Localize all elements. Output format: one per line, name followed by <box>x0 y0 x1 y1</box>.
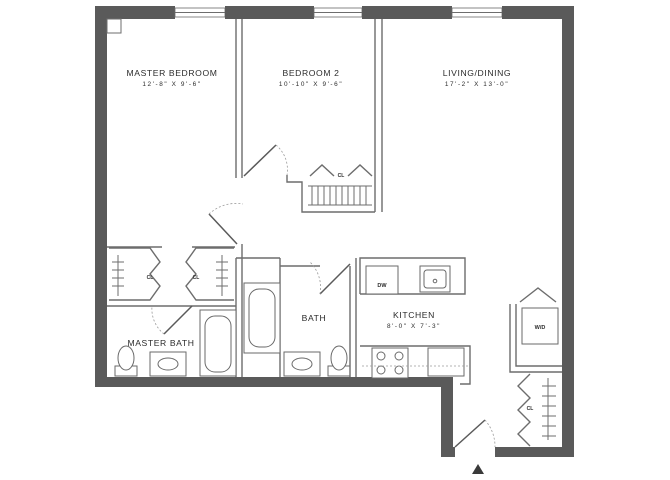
wall-top-right <box>502 6 574 19</box>
wall-top-mid2 <box>362 6 452 19</box>
entry-door <box>454 419 486 448</box>
living-dining-dims: 17'-2" X 13'-0" <box>445 81 509 88</box>
refrigerator <box>427 347 465 377</box>
wall-top-mid1 <box>225 6 314 19</box>
wall-right <box>562 6 574 457</box>
master-bath-closets: CL CL <box>109 247 234 301</box>
washer-dryer-label: W/D <box>535 325 546 331</box>
dishwasher-label: DW <box>377 283 387 289</box>
washer-dryer <box>521 307 559 345</box>
living-dining-name: LIVING/DINING <box>443 68 511 78</box>
wall-bottom-left <box>95 377 453 387</box>
bedroom-2-closet-label: CL <box>338 173 345 179</box>
bedroom-2-name: BEDROOM 2 <box>283 68 340 78</box>
master-closet-label-2: CL <box>193 275 200 281</box>
kitchen-name: KITCHEN <box>393 310 435 320</box>
master-bedroom-dims: 12'-8" X 9'-6" <box>142 81 201 88</box>
bedroom-2-dims: 10'-10" X 9'-6" <box>279 81 343 88</box>
kitchen-dims: 8'-0" X 7'-3" <box>387 323 441 330</box>
wall-top-left <box>95 6 175 19</box>
entry-closet-label: CL <box>527 406 534 412</box>
master-closet-label-1: CL <box>147 275 154 281</box>
washer-dryer-area: W/D CL <box>509 287 562 447</box>
entry-arrow-icon <box>472 464 484 474</box>
wall-entry-left <box>441 377 453 457</box>
master-bath-name: MASTER BATH <box>127 338 194 348</box>
kitchen-counters: DW <box>359 257 471 385</box>
master-bath-fixtures <box>114 309 237 377</box>
wall-left <box>95 6 107 387</box>
bedroom-2-walls <box>235 19 383 213</box>
kitchen-range <box>371 347 409 379</box>
bath-fixtures <box>243 282 351 377</box>
wall-bottom-right <box>495 447 574 457</box>
wall-bottom-entry-left <box>441 447 455 457</box>
exterior-walls <box>95 6 574 457</box>
master-bedroom-name: MASTER BEDROOM <box>126 68 217 78</box>
dishwasher <box>365 265 399 295</box>
bath-name: BATH <box>302 313 327 323</box>
bedroom-2-closet: CL <box>308 164 373 206</box>
